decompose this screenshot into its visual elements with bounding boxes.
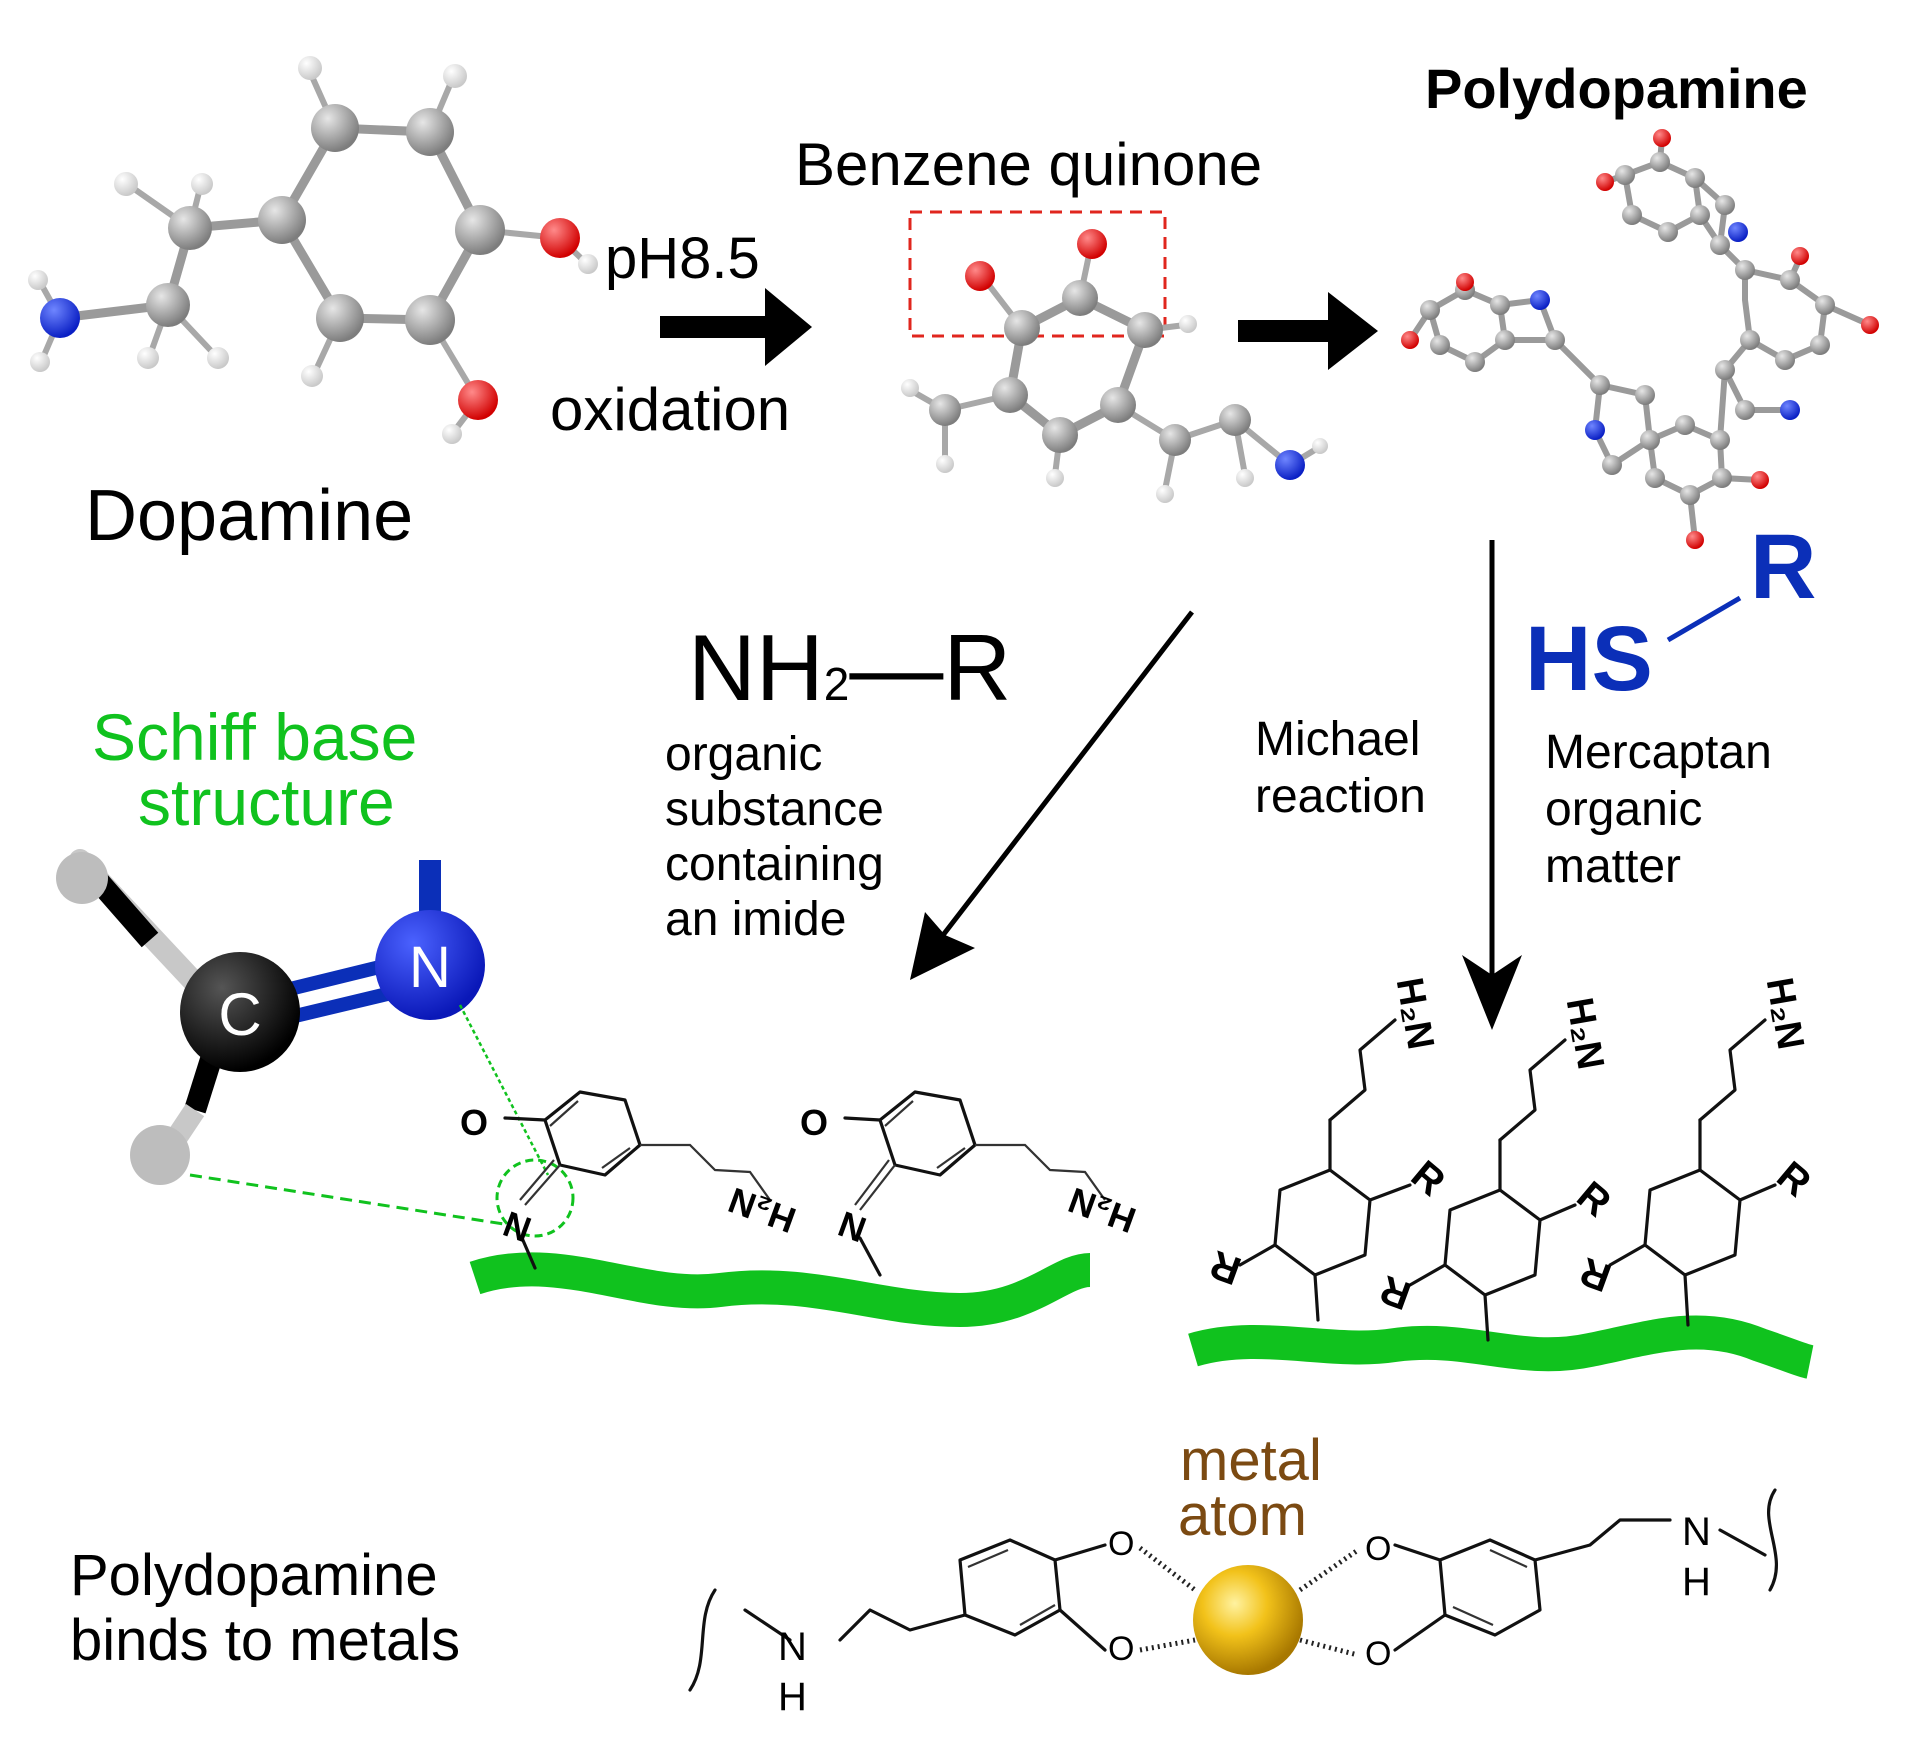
metal-o-left-top: O <box>1108 1525 1134 1563</box>
metal-o-left-bottom: O <box>1108 1630 1134 1668</box>
thiol-r-a1: R <box>1403 1152 1453 1204</box>
imine-h2n-2: H₂N <box>1063 1179 1141 1241</box>
imine-h2n-1: H₂N <box>723 1179 801 1241</box>
binds-line-1: Polydopamine <box>70 1543 438 1608</box>
metal-nh-right-n: N <box>1682 1510 1711 1554</box>
thiol-h2n-c: H₂N <box>1758 975 1812 1053</box>
polymerization-arrow <box>1238 292 1378 370</box>
thiol-r-c1: R <box>1769 1153 1819 1205</box>
thiol-surface-structures: H₂N R R H₂N R R H₂N R R <box>1188 975 1819 1379</box>
imide-reaction-arrow <box>918 610 1194 967</box>
thiol-r: R <box>1750 516 1816 618</box>
dopamine-label: Dopamine <box>85 476 413 556</box>
oxidation-arrow <box>660 288 812 366</box>
binds-line-2: binds to metals <box>70 1608 460 1673</box>
metal-nh-right-h: H <box>1682 1560 1711 1604</box>
thiol-r-c2: R <box>1574 1249 1616 1300</box>
organic-line-1: organic <box>665 728 822 781</box>
quinone-molecule <box>901 229 1328 503</box>
polydopamine-molecule <box>1401 129 1879 549</box>
metal-complex: O O N H O O N H <box>688 1488 1779 1719</box>
metal-nh-left-n: N <box>778 1625 807 1669</box>
imine-n-2: N <box>833 1203 871 1250</box>
benzene-quinone-label: Benzene quinone <box>795 131 1262 198</box>
thiol-hs: HS <box>1525 608 1653 710</box>
thiol-h2n-a: H₂N <box>1388 975 1442 1053</box>
nitrogen-atom <box>375 910 485 1020</box>
michael-line-1: Michael <box>1255 713 1420 766</box>
oxidation-label: oxidation <box>550 376 790 443</box>
imine-surface-structures: O N H₂N O N H₂N <box>460 1090 1141 1328</box>
polydopamine-label: Polydopamine <box>1425 57 1808 120</box>
organic-line-4: an imide <box>665 893 846 946</box>
metal-line-2: atom <box>1178 1483 1307 1548</box>
amine-formula: NH2—R <box>688 615 1011 720</box>
thiol-h2n-b: H₂N <box>1558 995 1612 1073</box>
ph-label: pH8.5 <box>605 226 760 291</box>
organic-substance-caption: organic substance containing an imide <box>665 728 884 946</box>
organic-line-2: substance <box>665 783 884 836</box>
imine-n-1: N <box>498 1203 536 1250</box>
schiff-line-2: structure <box>138 765 395 839</box>
nitrogen-symbol: N <box>409 935 451 1000</box>
thiol-r-b2: R <box>1374 1267 1416 1318</box>
schiff-line-1: Schiff base <box>92 700 417 774</box>
organic-line-3: containing <box>665 838 884 891</box>
imine-o-1: O <box>460 1102 488 1143</box>
michael-arrow-head <box>1462 955 1522 1030</box>
schiff-base-model: C N <box>56 849 575 1238</box>
metal-o-right-top: O <box>1365 1530 1391 1568</box>
imide-arrow-head <box>910 912 975 980</box>
thiol-r-b1: R <box>1569 1173 1619 1225</box>
mercaptan-line-3: matter <box>1545 840 1681 893</box>
metal-atom-sphere <box>1193 1565 1303 1675</box>
imine-o-2: O <box>800 1102 828 1143</box>
thiol-bond <box>1666 595 1742 643</box>
metal-line-1: metal <box>1180 1428 1322 1493</box>
carbon-symbol: C <box>218 981 261 1048</box>
thiol-r-a2: R <box>1204 1242 1246 1293</box>
mercaptan-line-1: Mercaptan <box>1545 726 1772 779</box>
dopamine-molecule <box>28 56 598 444</box>
metal-nh-left-h: H <box>778 1675 807 1719</box>
carbon-atom <box>180 952 300 1072</box>
metal-o-right-bottom: O <box>1365 1635 1391 1673</box>
mercaptan-line-2: organic <box>1545 783 1702 836</box>
michael-line-2: reaction <box>1255 770 1426 823</box>
